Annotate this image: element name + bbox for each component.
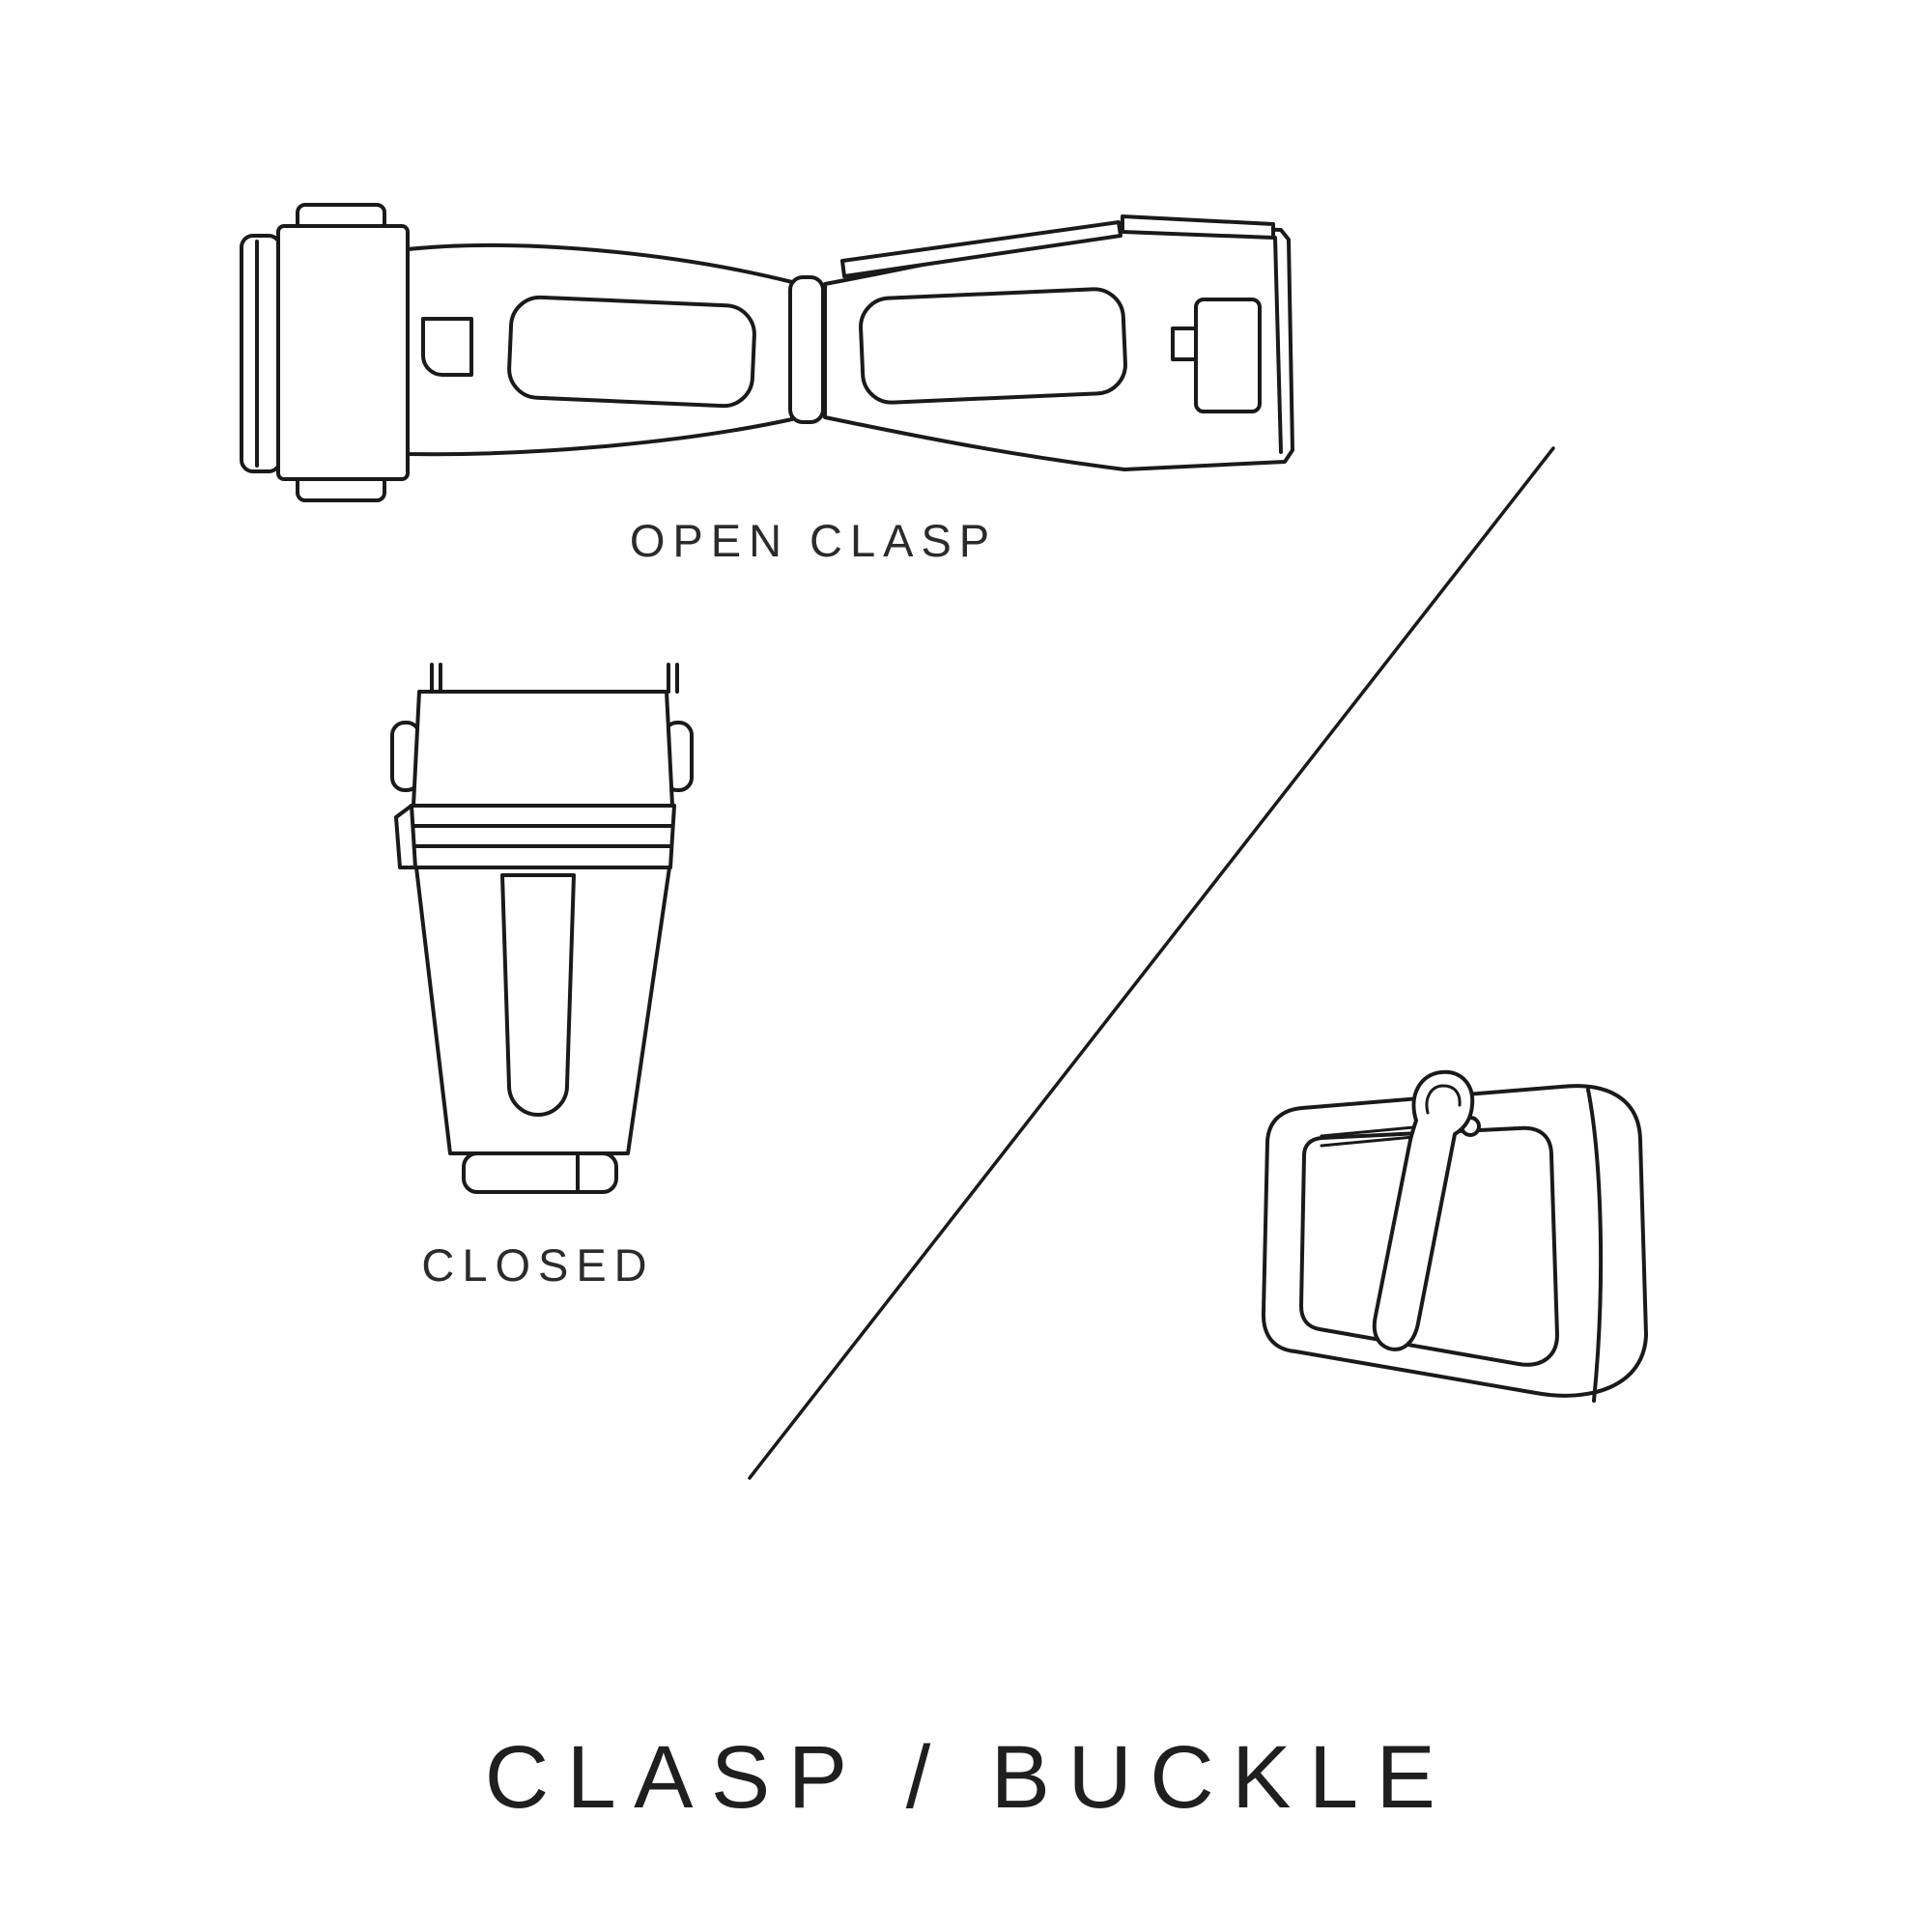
open-clasp-right-arm-cutout	[859, 287, 1127, 405]
buckle-illustration	[1261, 1069, 1648, 1403]
open-clasp-label: OPEN CLASP	[629, 515, 998, 566]
open-clasp-top-tab	[296, 203, 386, 228]
open-clasp-right-end-cutout	[1194, 298, 1262, 413]
closed-clasp-bottom-cap	[462, 1151, 618, 1194]
closed-clasp-label: CLOSED	[421, 1239, 655, 1291]
open-clasp-right-end-top-piece	[1121, 214, 1275, 240]
open-clasp-right-edge-detail	[1273, 236, 1283, 454]
open-clasp-illustration	[240, 203, 1294, 502]
page-title: CLASP / BUCKLE	[484, 1728, 1454, 1827]
buckle-tongue	[1372, 1069, 1475, 1351]
closed-clasp-top-box	[412, 690, 674, 808]
open-clasp-right-arm-top-bar	[840, 220, 1122, 278]
diagonal-divider-line	[748, 446, 1555, 1480]
open-clasp-left-arm-notch	[421, 317, 473, 377]
buckle-pivot-bar-top	[1320, 1124, 1426, 1138]
closed-clasp-band	[410, 804, 676, 869]
closed-clasp-illustration	[390, 663, 694, 1194]
buckle-right-band-contour	[1586, 1088, 1604, 1403]
open-clasp-bottom-tab	[296, 477, 386, 502]
open-clasp-right-end-notch	[1171, 327, 1198, 361]
closed-clasp-body-slot	[500, 873, 576, 1117]
open-clasp-left-end-strip	[240, 234, 282, 473]
open-clasp-left-block	[276, 224, 410, 481]
buckle-pivot-bar-bottom	[1320, 1134, 1426, 1148]
open-clasp-hinge	[788, 275, 825, 424]
buckle-tongue-loop-detail	[1425, 1084, 1462, 1115]
open-clasp-left-arm-cutout	[507, 295, 756, 409]
